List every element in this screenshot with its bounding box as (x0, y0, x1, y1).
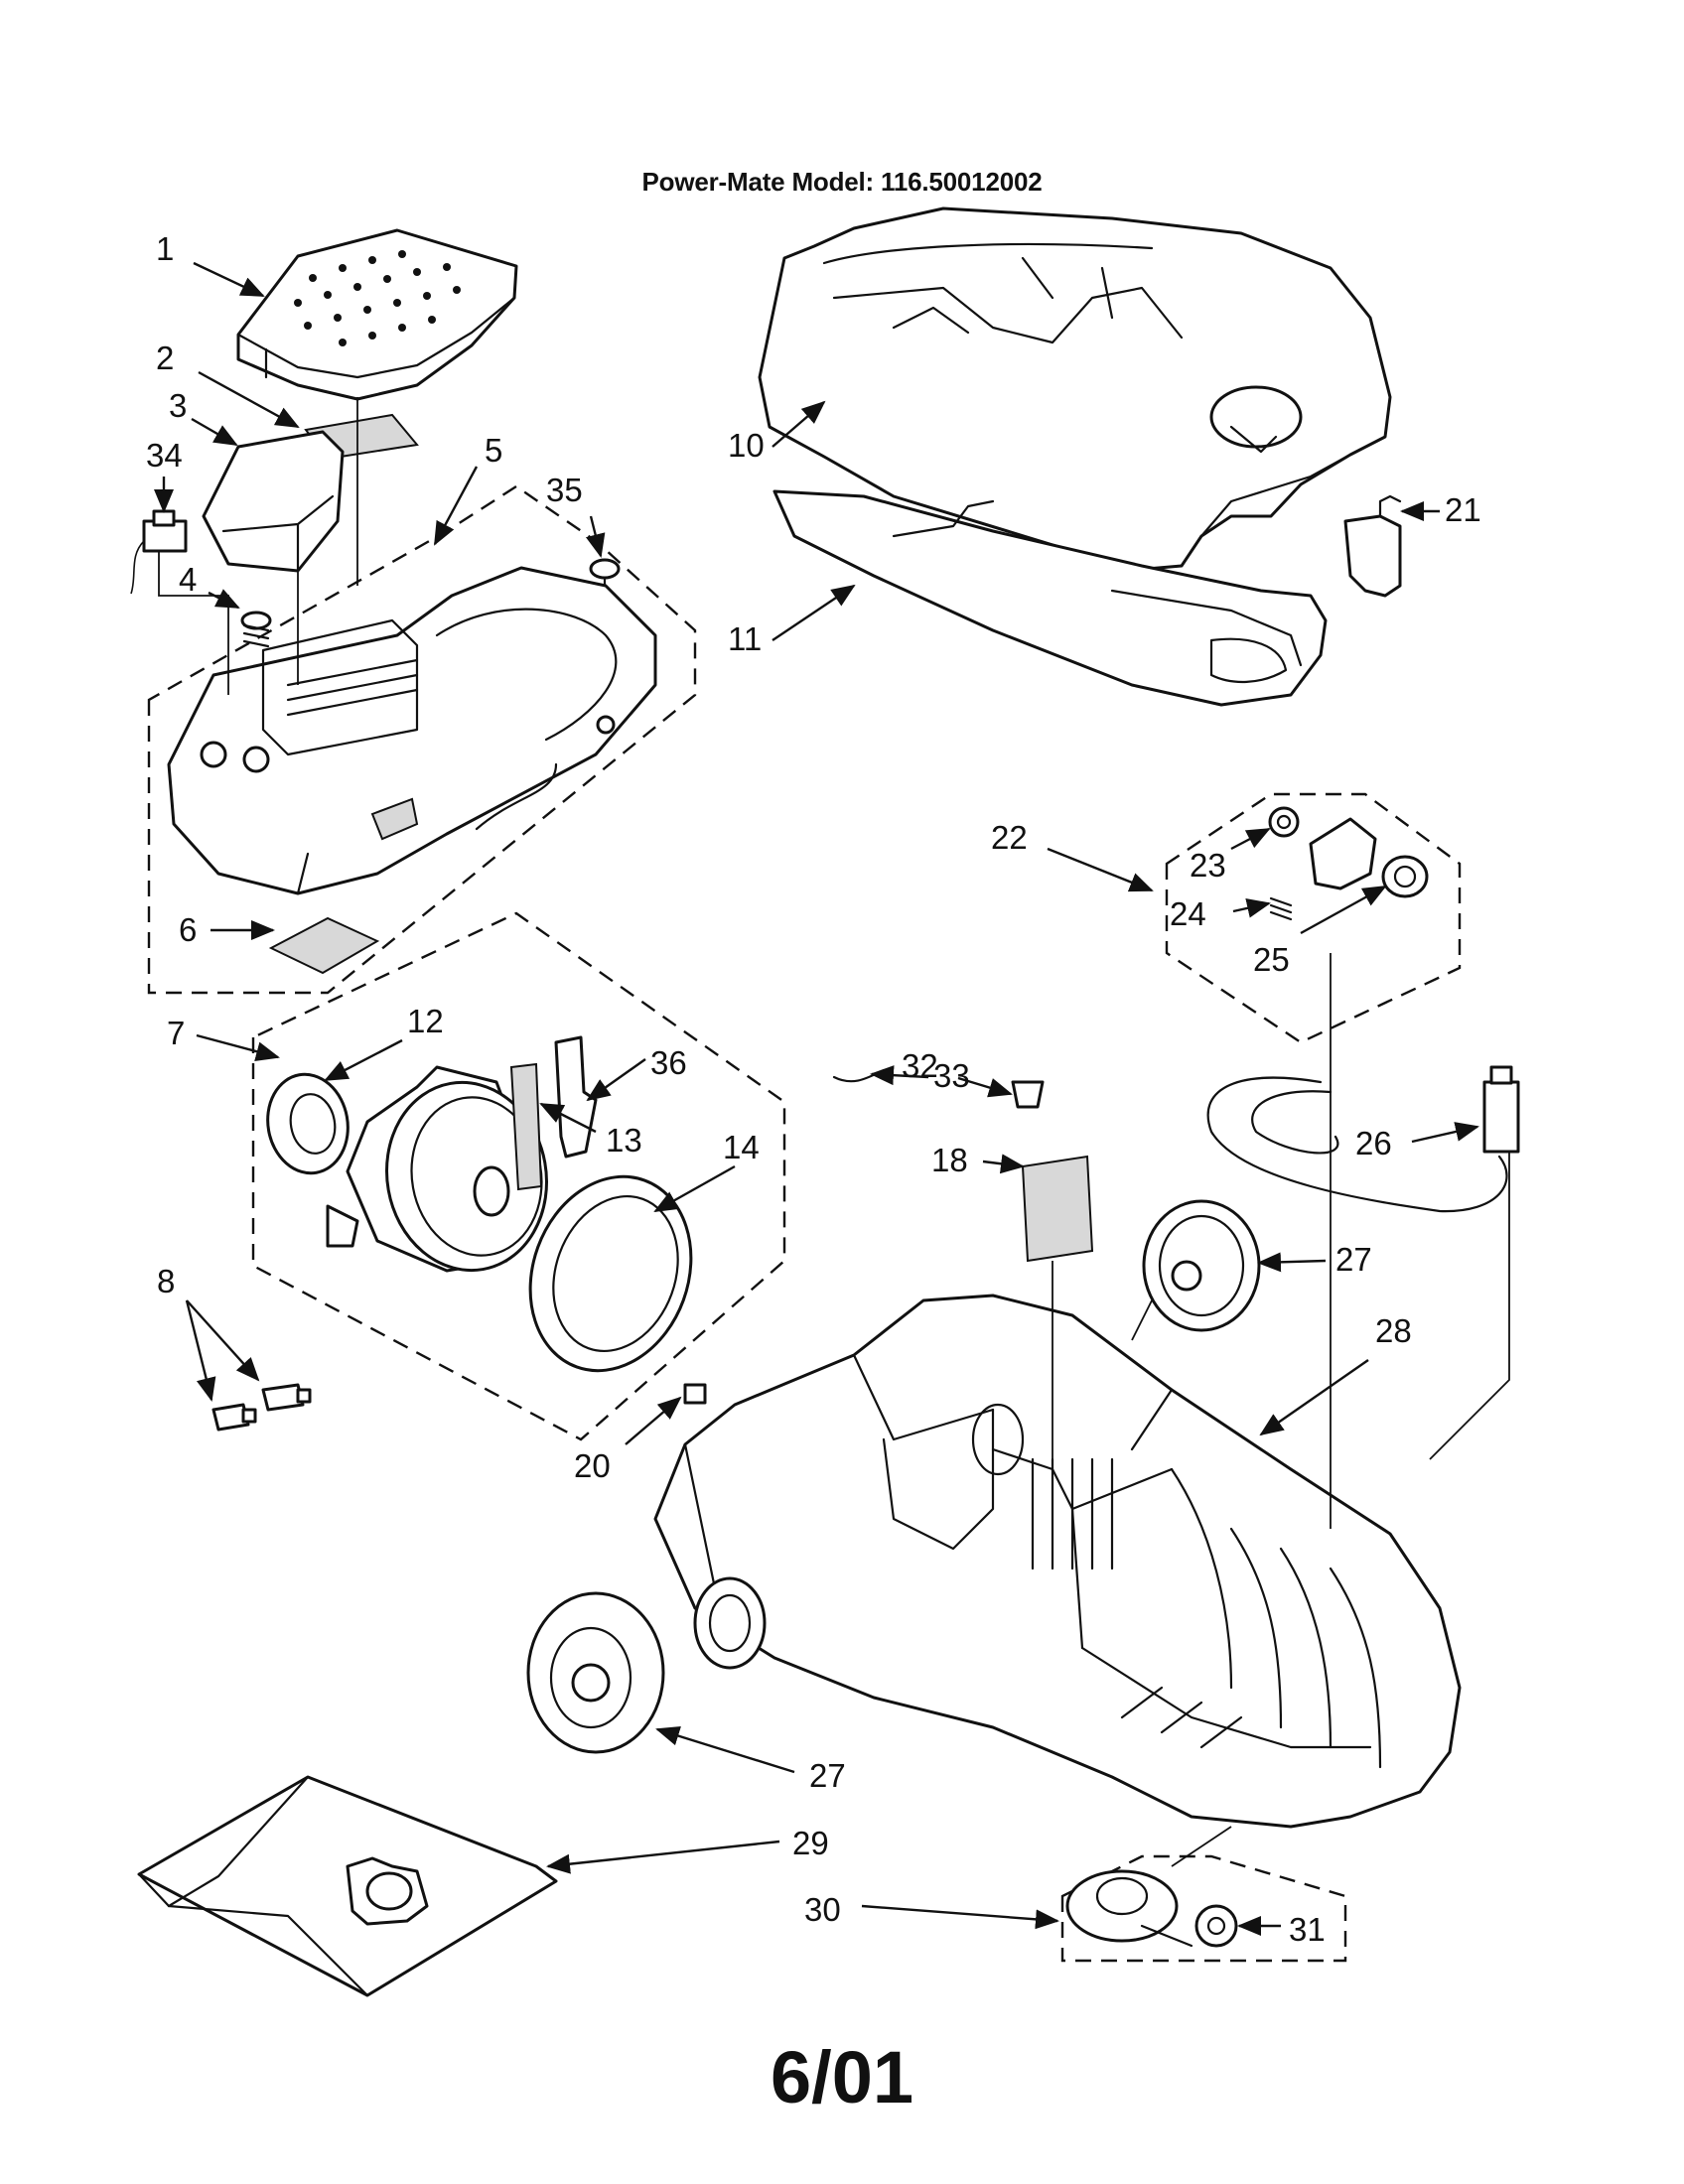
callout-34: 34 (146, 437, 183, 474)
motor-mount-part (266, 1072, 350, 1175)
gasket-part (509, 1062, 543, 1191)
callout-28: 28 (1375, 1312, 1412, 1349)
secondary-filter-part (1021, 1155, 1094, 1263)
callout-20: 20 (574, 1447, 611, 1484)
group-box-30 (1060, 1854, 1347, 1963)
callout-7: 7 (167, 1015, 185, 1051)
callout-6: 6 (179, 911, 197, 948)
callout-31: 31 (1289, 1911, 1326, 1948)
callout-1: 1 (156, 230, 174, 267)
dust-bag-part (137, 1775, 558, 1997)
bumper-part (772, 489, 1328, 707)
callout-11: 11 (728, 620, 762, 657)
callout-26: 26 (1355, 1125, 1392, 1161)
screw-part (589, 558, 621, 601)
power-cord-part (1206, 1065, 1520, 1213)
callout-29: 29 (792, 1825, 829, 1861)
callout-27-rear: 27 (1335, 1241, 1372, 1278)
callout-32: 32 (902, 1047, 938, 1084)
hose-latch-part (1343, 494, 1402, 598)
motor-part (326, 1065, 548, 1273)
leader-arrows (154, 261, 1479, 1936)
callout-8: 8 (157, 1263, 175, 1299)
callout-2: 2 (156, 340, 174, 376)
callout-12: 12 (407, 1003, 444, 1039)
callout-10: 10 (728, 427, 765, 464)
callout-14: 14 (723, 1129, 760, 1165)
filter-housing-part (202, 430, 345, 573)
caster-part (1065, 1869, 1193, 1948)
callout-labels: 1 2 3 34 4 5 35 6 7 12 36 13 14 8 20 10 … (146, 230, 1481, 1948)
filter-cover-part (236, 228, 518, 401)
latch-spring-part (1269, 896, 1293, 921)
wheel-front-part (526, 1591, 665, 1754)
assembly-guide-lines (158, 397, 1510, 1867)
callout-18: 18 (931, 1142, 968, 1178)
group-box-7 (251, 911, 786, 1441)
clip-part (683, 1383, 707, 1405)
callout-21: 21 (1445, 491, 1481, 528)
page-title: Power-Mate Model: 116.50012002 (641, 167, 1043, 197)
callout-13: 13 (606, 1122, 642, 1159)
washer-part (1268, 806, 1300, 838)
callout-5: 5 (485, 432, 502, 469)
motor-seal-part (554, 1035, 598, 1159)
revision-date: 6/01 (770, 2036, 914, 2118)
callout-35: 35 (546, 472, 583, 508)
motor-filter-part (268, 916, 380, 975)
callout-24: 24 (1170, 895, 1206, 932)
hood-part (758, 206, 1392, 571)
callout-33: 33 (933, 1057, 970, 1094)
knob-part (1011, 1080, 1045, 1109)
release-lever-part (1309, 817, 1429, 898)
callout-25: 25 (1253, 941, 1290, 978)
caster-wheel-part (1194, 1904, 1238, 1948)
connector-part (211, 1383, 312, 1432)
main-body-part (653, 1294, 1462, 1829)
spring-part (240, 611, 272, 648)
callout-22: 22 (991, 819, 1028, 856)
callout-4: 4 (179, 561, 197, 598)
group-box-22 (1165, 792, 1462, 1044)
switch-part (130, 509, 188, 595)
callout-27-front: 27 (809, 1757, 846, 1794)
motor-gasket-ring-part (528, 1174, 693, 1373)
callout-30: 30 (804, 1891, 841, 1928)
callout-3: 3 (169, 387, 187, 424)
wheel-rear-part (1142, 1199, 1261, 1332)
bag-housing-part (167, 566, 657, 895)
callout-36: 36 (650, 1044, 687, 1081)
group-box-5 (147, 484, 697, 995)
spring-clip-part (832, 1068, 886, 1083)
callout-23: 23 (1190, 847, 1226, 884)
